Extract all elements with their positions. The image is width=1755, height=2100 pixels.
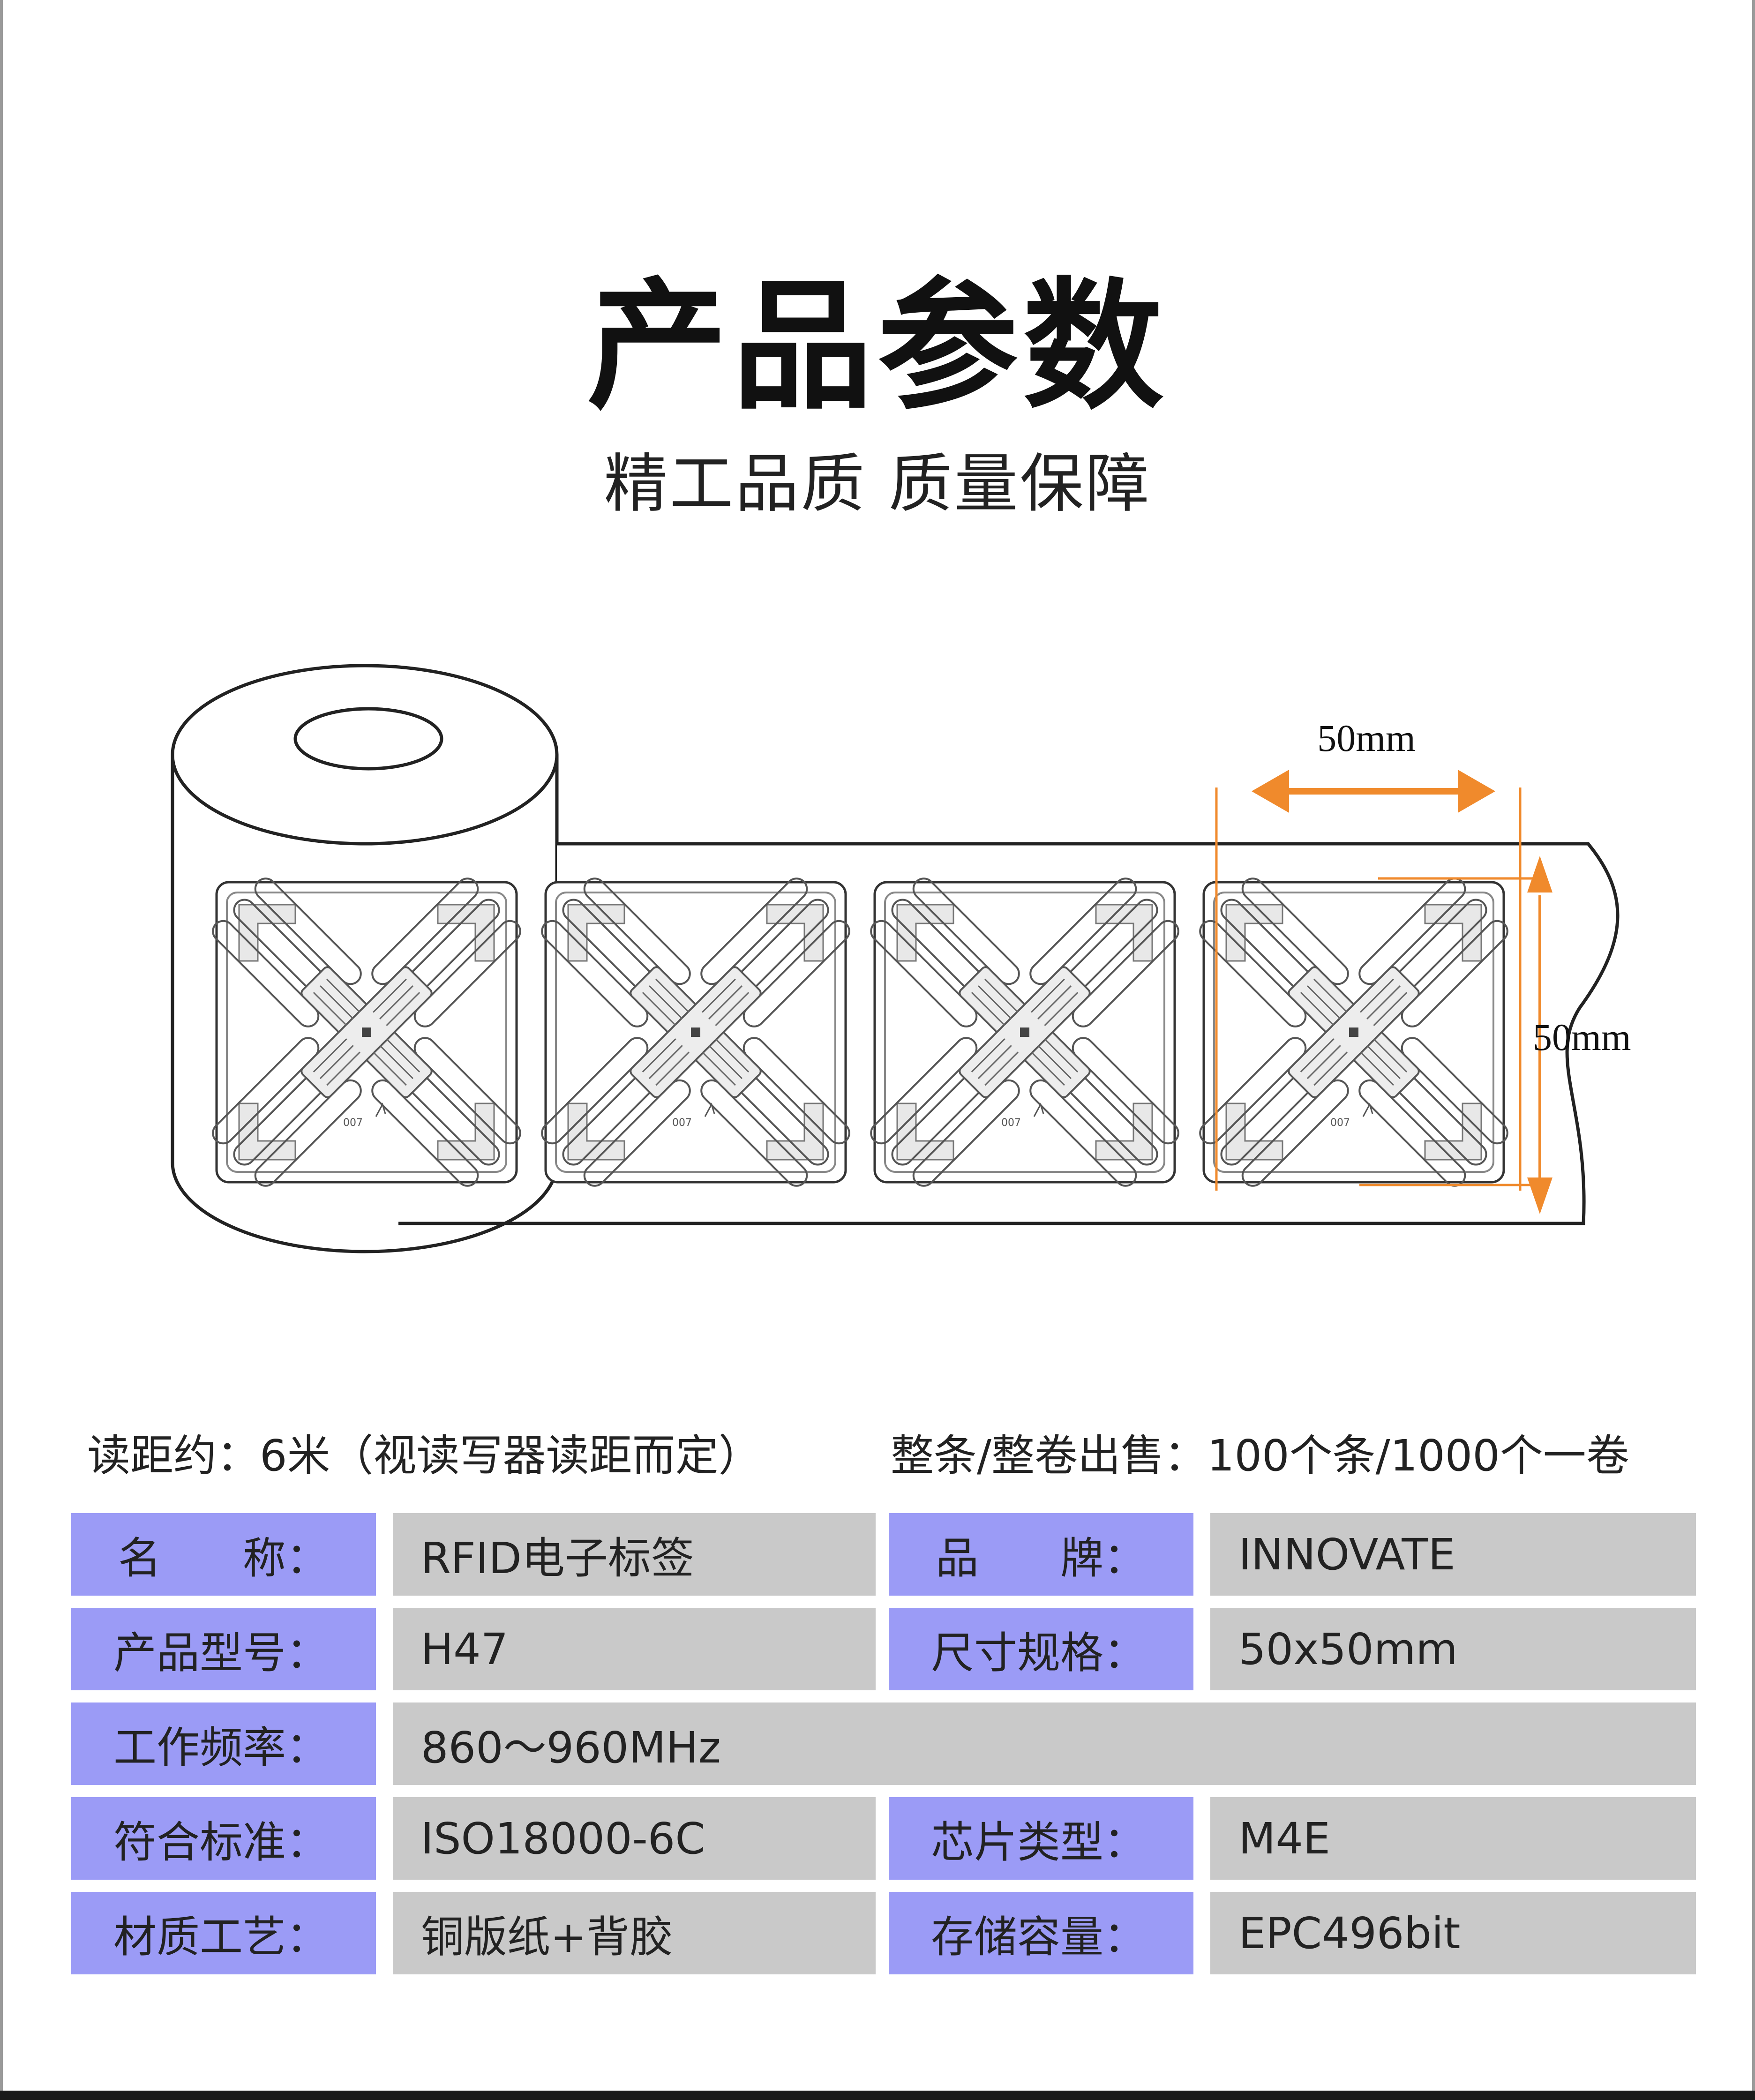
- page-title: 产品参数: [587, 265, 1168, 428]
- arrowhead-up-icon: [1527, 856, 1552, 892]
- spec-value-storage: EPC496bit: [1210, 1892, 1696, 1974]
- spec-value-standard: ISO18000-6C: [393, 1797, 876, 1880]
- rfid-tag-inlay: [538, 874, 854, 1190]
- frame-left-border: [0, 0, 3, 2100]
- spec-value-brand: INNOVATE: [1210, 1513, 1696, 1596]
- spec-value-material: 铜版纸+背胶: [393, 1892, 876, 1974]
- spec-label-standard: 符合标准：: [71, 1797, 376, 1880]
- arrowhead-right-icon: [1458, 770, 1495, 813]
- packaging-note: 整条/整卷出售：100个条/1000个一卷: [891, 1431, 1629, 1481]
- spec-value-frequency: 860～960MHz: [393, 1702, 1696, 1785]
- spec-label-material: 材质工艺：: [71, 1892, 376, 1974]
- dimension-markers: [1215, 770, 1552, 1214]
- spec-label-name: 名 称：: [71, 1513, 376, 1596]
- rfid-tag-inlay: [209, 874, 525, 1190]
- page-subtitle: 精工品质 质量保障: [604, 447, 1151, 521]
- arrowhead-left-icon: [1252, 770, 1289, 813]
- label-roll-diagram: 007 50mm 50mm: [0, 647, 1755, 1270]
- width-dimension-label: 50mm: [1317, 717, 1416, 759]
- spec-label-chip: 芯片类型：: [889, 1797, 1193, 1880]
- rfid-tag-inlay: [1196, 874, 1512, 1190]
- arrowhead-down-icon: [1527, 1178, 1552, 1214]
- height-dimension-label: 50mm: [1533, 1016, 1631, 1058]
- label-roll-illustration: 007 50mm 50mm: [171, 664, 1631, 1253]
- spec-label-frequency: 工作频率：: [71, 1702, 376, 1785]
- frame-bottom-border: [0, 2091, 1755, 2100]
- spec-value-chip: M4E: [1210, 1797, 1696, 1880]
- spec-label-brand: 品 牌：: [889, 1513, 1193, 1596]
- frame-right-border: [1752, 0, 1755, 2100]
- spec-value-size: 50x50mm: [1210, 1608, 1696, 1690]
- spec-value-name: RFID电子标签: [393, 1513, 876, 1596]
- spec-value-model: H47: [393, 1608, 876, 1690]
- spec-label-storage: 存储容量：: [889, 1892, 1193, 1974]
- rfid-tag-inlay: [867, 874, 1183, 1190]
- spec-label-model: 产品型号：: [71, 1608, 376, 1690]
- spec-label-size: 尺寸规格：: [889, 1608, 1193, 1690]
- read-range-note: 读距约：6米（视读写器读距而定）: [87, 1431, 762, 1481]
